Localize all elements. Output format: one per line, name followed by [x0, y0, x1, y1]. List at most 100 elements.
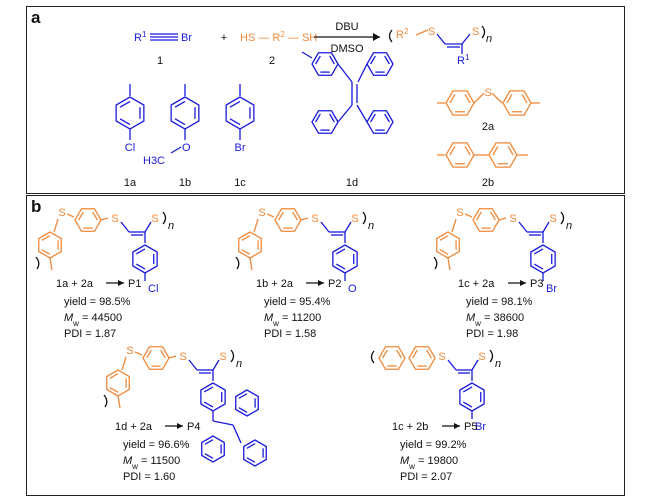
- polymer-p1-bond: [144, 221, 152, 233]
- polymer-p1-bracket-left: [35, 256, 40, 270]
- polymer-p5-product-name: P5: [464, 421, 477, 433]
- reagent1-number: 1: [157, 55, 163, 67]
- polymer-p4-bracket-left: [103, 394, 108, 408]
- polymer-p4-pendant-ring-double-bond: [109, 387, 119, 393]
- polymer-p3-mw: Mw = 38600: [466, 312, 524, 328]
- polymer-p2-reaction: 1b + 2a: [256, 278, 294, 290]
- monomer-2a-ring-1-double-bond: [449, 93, 456, 104]
- condition-bottom: DMSO: [331, 43, 364, 55]
- product-r1: R1: [457, 53, 470, 68]
- product-bond: [415, 29, 429, 36]
- polymer-p3-pendant-ring-double-bond: [439, 249, 449, 255]
- panel-b: b: [26, 195, 625, 496]
- polymer-p3-end-bond: [447, 257, 451, 271]
- polymer-p4-end-bond: [117, 395, 121, 409]
- polymer-p4-ring-main: [142, 346, 170, 370]
- polymer-p4-tpe-ring-2: [201, 435, 225, 463]
- polymer-p1-ring-main: [74, 208, 102, 232]
- polymer-p2-pdi: PDI = 1.58: [264, 328, 316, 340]
- methyl-bond: [301, 51, 313, 59]
- polymer-p3-arrow-head: [520, 280, 526, 286]
- polymer-p4-tpe-bond: [212, 420, 234, 426]
- polymer-p4-s-right: S: [219, 351, 226, 363]
- product-s1: S: [428, 26, 435, 38]
- polymer-p4-s-mid: S: [179, 351, 186, 363]
- polymer-p4-arrow-head: [177, 423, 183, 429]
- polymer-p2-bond: [266, 213, 275, 218]
- polymer-p1-s-right: S: [151, 213, 158, 225]
- polymer-p2-mw: Mw = 11200: [264, 312, 321, 328]
- monomer-2a-label: 2a: [482, 121, 495, 133]
- polymer-p5-ring-b-double-bond: [426, 349, 432, 359]
- polymer-p4-tpe-ring-1: [235, 389, 259, 417]
- polymer-p3-s-right: S: [549, 213, 556, 225]
- reagent2-number: 2: [269, 55, 275, 67]
- monomer-2b-ring-2-double-bond: [492, 145, 499, 156]
- monomer-1b-ring-double-bond: [174, 118, 186, 126]
- polymer-p2-bond: [253, 218, 259, 233]
- product-bond: [436, 33, 446, 45]
- product-n: n: [486, 33, 492, 45]
- polymer-p3-aryl-ring-double-bond: [533, 248, 544, 255]
- polymer-p3-bond: [542, 221, 550, 233]
- polymer-p5-n: n: [495, 358, 501, 370]
- monomer-1d-ring-2-double-bond: [370, 55, 376, 65]
- polymer-p1-s-mid: S: [111, 213, 118, 225]
- polymer-p1-pdi: PDI = 1.87: [64, 328, 116, 340]
- monomer-2b-label: 2b: [482, 177, 494, 189]
- monomer-2a-ring-2-double-bond: [521, 93, 528, 104]
- polymer-p5-yield: yield = 99.2%: [400, 439, 467, 451]
- polymer-p1-bond: [66, 213, 75, 218]
- polymer-p2-product-name: P2: [328, 278, 341, 290]
- polymer-p4-tpe-double: [232, 424, 242, 444]
- polymer-p4-tpe-ring-2-double-bond: [204, 453, 214, 459]
- polymer-p3-ring-main-double-bond: [490, 211, 496, 221]
- polymer-p2-s-left: S: [258, 207, 265, 219]
- polymer-p4-n: n: [236, 358, 242, 370]
- methoxy-bond: [170, 146, 182, 154]
- polymer-p2-pendant-ring-double-bond: [241, 235, 251, 241]
- polymer-p5-ring-a-double-bond: [396, 349, 402, 359]
- polymer-p5-s-mid: S: [438, 351, 445, 363]
- condition-top: DBU: [335, 21, 358, 33]
- polymer-p5-ring-b: [408, 346, 436, 370]
- polymer-p4-bond: [168, 355, 177, 359]
- polymer-p1-mw: Mw = 44500: [64, 312, 122, 328]
- polymer-p1-ring-main-double-bond: [78, 211, 84, 221]
- panel-a-label: a: [31, 8, 41, 27]
- polymer-p1-bond: [53, 218, 59, 233]
- polymer-p5-pdi: PDI = 2.07: [400, 471, 452, 483]
- monomer-1a-ring-double-bond: [119, 100, 131, 108]
- polymer-p1-bond: [120, 221, 130, 233]
- monomer-2b-ring-1-double-bond: [449, 145, 456, 156]
- polymer-p3-ring-main: [472, 208, 500, 232]
- polymer-p1-pendant-ring-double-bond: [41, 235, 51, 241]
- polymer-p4-tpe-ring-1-double-bond: [238, 393, 248, 399]
- monomer-2b-ring-1-double-bond: [464, 145, 471, 156]
- polymer-p5-arrow-head: [454, 423, 460, 429]
- polymer-p4-bond: [212, 359, 220, 371]
- tpe-bond: [357, 63, 368, 83]
- polymer-p3-pendant-ring-double-bond: [439, 235, 449, 241]
- polymer-p3-product-name: P3: [530, 278, 543, 290]
- polymer-p2-ring-main: [274, 208, 302, 232]
- monomer-1d-ring-3-double-bond: [329, 113, 335, 123]
- polymer-p3-bracket-right: [560, 211, 565, 225]
- polymer-p1-pendant-ring-double-bond: [41, 249, 51, 255]
- tpe-bond: [356, 104, 368, 123]
- polymer-p4-yield: yield = 96.6%: [123, 439, 190, 451]
- monomer-1b-h3c: H3C: [143, 155, 165, 167]
- polymer-p4-mw: Mw = 11500: [123, 455, 180, 471]
- tpe-bond: [337, 104, 353, 123]
- monomer-1d-ring-1-double-bond: [329, 55, 335, 65]
- polymer-p4-bond: [121, 356, 127, 371]
- polymer-p3-aryl-ring-double-bond: [533, 263, 544, 270]
- polymer-p5-ring-a-double-bond: [382, 349, 388, 359]
- monomer-1d-ring-3: [311, 110, 339, 134]
- monomer-2b-ring-1: [445, 142, 475, 168]
- polymer-p1-arrow-head: [118, 280, 124, 286]
- polymer-p2-pendant-ring-double-bond: [241, 249, 251, 255]
- monomer-1d-ring-1-double-bond: [315, 55, 321, 65]
- polymer-p4-reaction: 1d + 2a: [115, 421, 153, 433]
- polymer-p4-tpe-ring-3: [243, 439, 267, 467]
